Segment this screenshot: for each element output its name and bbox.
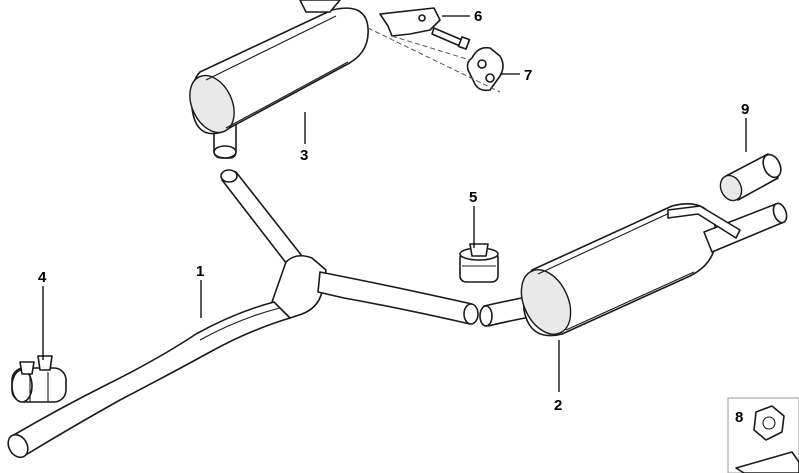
front-pipe-assembly[interactable] [4, 169, 479, 461]
double-clamp[interactable] [11, 355, 67, 403]
callout-3: 3 [300, 147, 308, 164]
callout-5: 5 [469, 189, 477, 206]
callout-2: 2 [554, 397, 562, 414]
tailpipe-trim[interactable] [716, 152, 784, 204]
callout-9: 9 [741, 101, 749, 118]
callout-4: 4 [38, 269, 47, 286]
callout-6: 6 [474, 8, 482, 25]
hex-nut[interactable] [753, 405, 785, 441]
rear-silencer[interactable] [479, 202, 789, 343]
rubber-hanger[interactable] [466, 46, 504, 92]
mounting-bracket[interactable] [379, 7, 471, 50]
assembly-line-a [367, 27, 501, 93]
callout-7: 7 [524, 67, 532, 84]
pipe-clamp[interactable] [459, 243, 499, 283]
callout-8: 8 [735, 409, 743, 426]
packaging-shape [735, 451, 799, 473]
front-silencer[interactable] [181, 0, 369, 159]
callout-1: 1 [196, 263, 204, 280]
assembly-line-b [391, 35, 471, 61]
